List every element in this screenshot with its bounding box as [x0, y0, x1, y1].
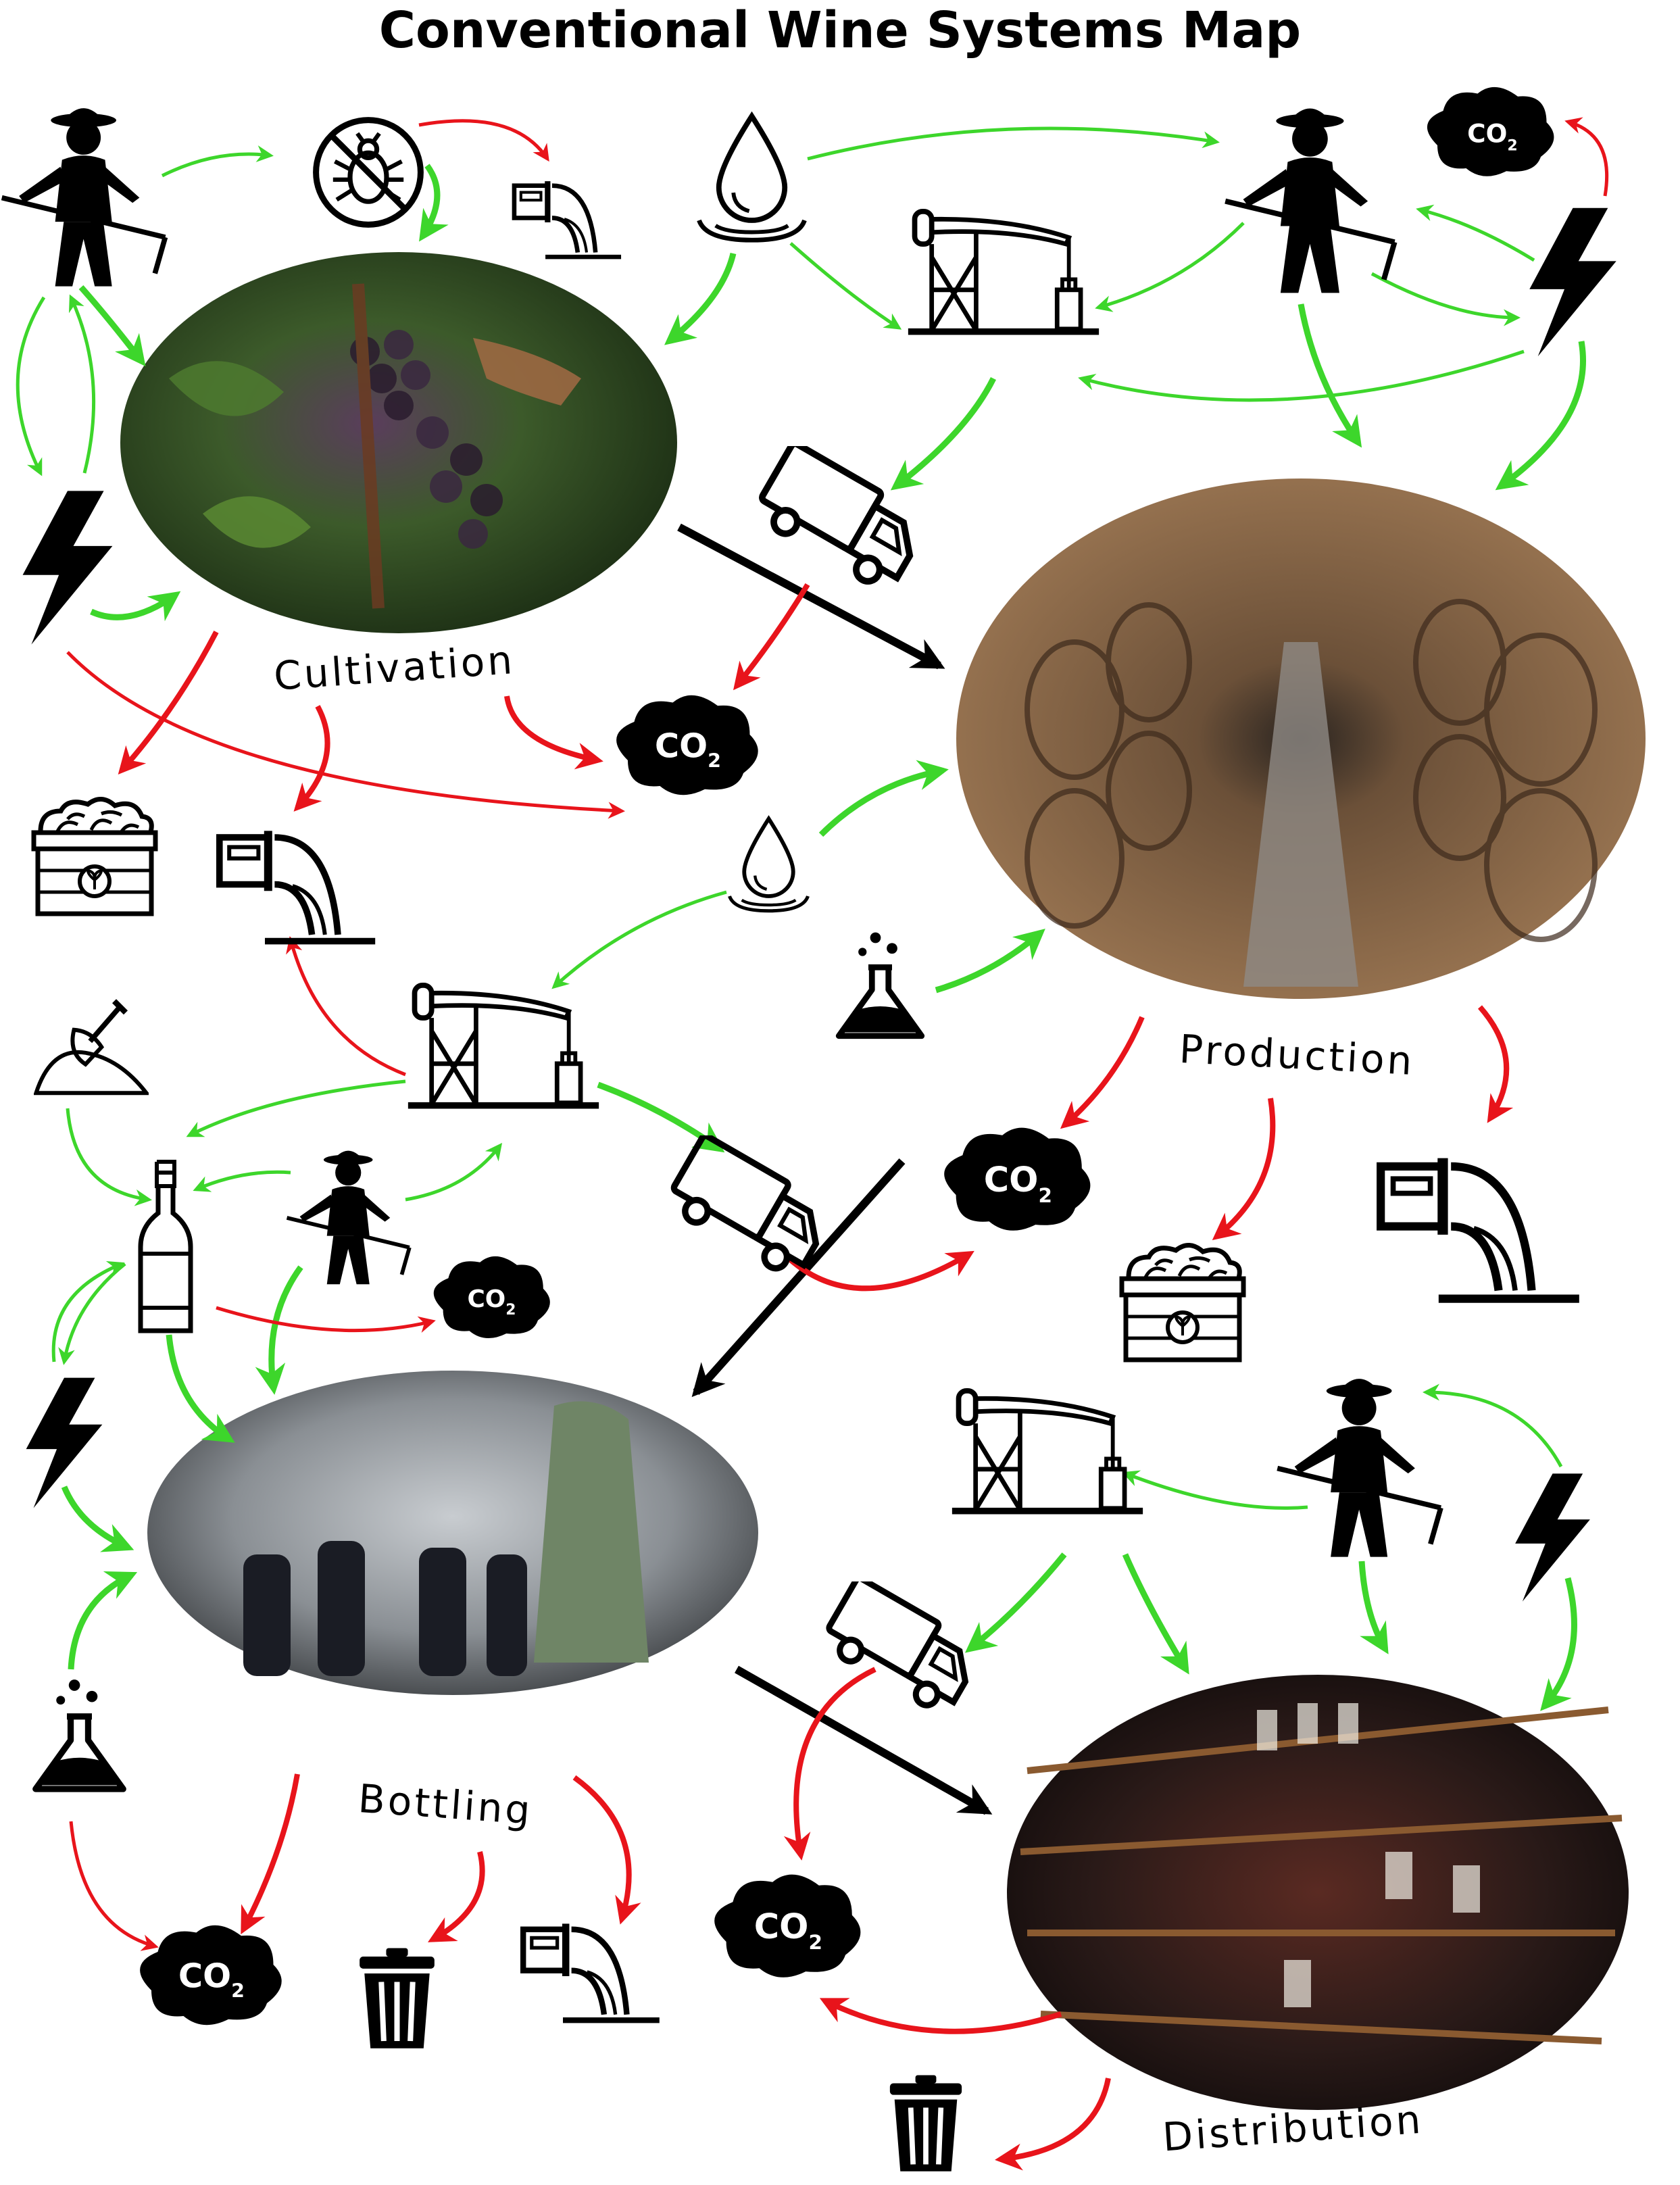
svg-text:CO2: CO2 [467, 1285, 516, 1319]
co2-cloud-icon: CO2 [616, 695, 758, 795]
co2-cloud-icon: CO2 [944, 1127, 1091, 1231]
truck-icon [819, 1577, 984, 1717]
svg-text:CO2: CO2 [655, 726, 721, 772]
svg-text:CO2: CO2 [178, 1956, 245, 2002]
co2-cloud-icon: CO2 [433, 1256, 550, 1339]
farmer-icon [1225, 109, 1394, 293]
no-pesticide-icon [316, 120, 421, 225]
water-drop-icon [699, 116, 805, 240]
stage-label-cultivation: Cultivation [272, 637, 516, 699]
flow-arrow-cultivation-production [677, 523, 945, 670]
drain-pipe-icon [514, 181, 621, 257]
farmer-icon [2, 108, 166, 286]
flow-arrows [677, 523, 993, 1815]
flow-arrow-bottling-distribution [735, 1665, 993, 1815]
trash-can-icon [360, 1948, 435, 2048]
stage-label-distribution: Distribution [1161, 2096, 1425, 2161]
farmer-icon [1277, 1379, 1441, 1556]
cultivation-photo [120, 252, 677, 633]
oil-pump-icon [408, 985, 599, 1106]
svg-text:CO2: CO2 [1467, 119, 1518, 155]
flask-icon [839, 933, 922, 1036]
drain-pipe-icon [220, 831, 375, 941]
oil-pump-icon [908, 212, 1099, 332]
lightning-icon [1515, 1473, 1590, 1602]
truck-icon [664, 1135, 835, 1281]
flask-icon [36, 1679, 124, 1789]
stage-label-bottling: Bottling [357, 1775, 535, 1834]
shovel-icon [36, 1001, 146, 1093]
flow-arrow-production-bottling [691, 1158, 906, 1398]
lightning-icon [22, 491, 113, 645]
co2-cloud-icon: CO2 [1427, 87, 1554, 176]
production-photo [956, 478, 1646, 999]
svg-text:CO2: CO2 [754, 1907, 822, 1954]
stage-label-production: Production [1178, 1026, 1416, 1084]
output-arrows [66, 117, 1609, 2171]
co2-cloud-icon: CO2 [714, 1874, 861, 1978]
svg-text:CO2: CO2 [984, 1160, 1052, 1207]
compost-crate-icon [1122, 1245, 1243, 1360]
bottle-icon [141, 1162, 191, 1331]
trash-can-icon [890, 2076, 962, 2171]
diagram-title: Conventional Wine Systems Map [379, 1, 1301, 59]
compost-crate-icon [34, 799, 155, 914]
bottling-photo [147, 1371, 758, 1695]
farmer-icon [287, 1151, 410, 1285]
truck-icon [751, 442, 930, 594]
lightning-icon [1529, 207, 1616, 357]
drain-pipe-icon [1381, 1158, 1579, 1299]
drain-pipe-icon [523, 1923, 660, 2020]
oil-pump-icon [952, 1391, 1143, 1511]
distribution-photo [1007, 1675, 1629, 2110]
water-drop-icon [730, 818, 808, 910]
co2-cloud-icon: CO2 [140, 1925, 282, 2026]
